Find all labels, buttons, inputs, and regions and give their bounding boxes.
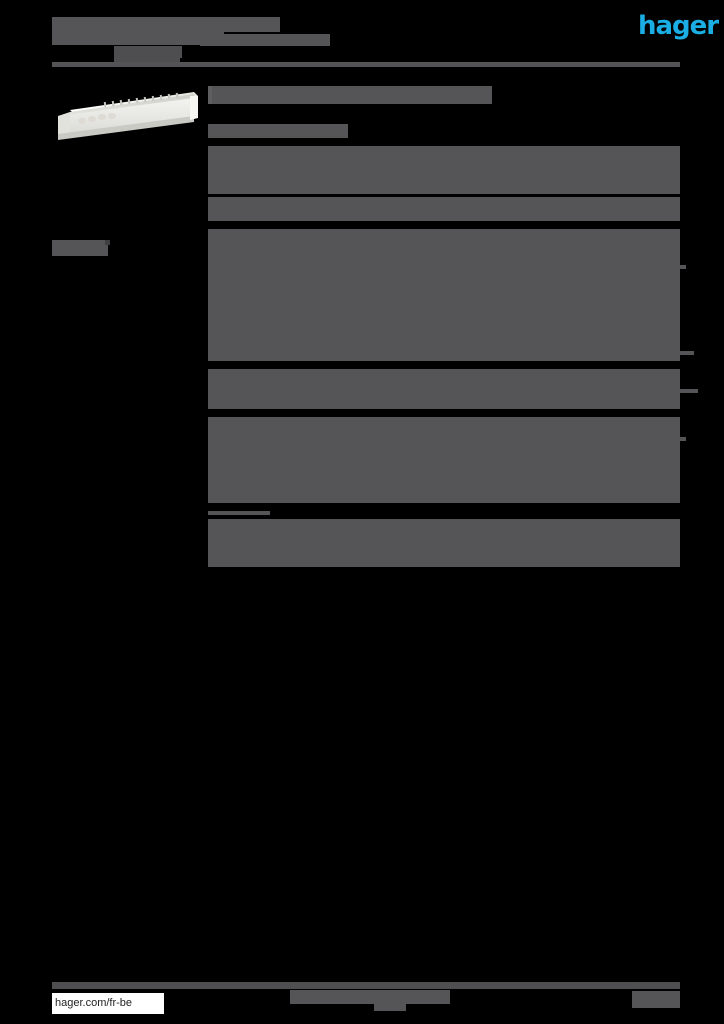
value-bar [304, 265, 686, 269]
spec-block [208, 229, 694, 361]
table-row [208, 527, 680, 567]
value-bar [314, 437, 686, 441]
value-bar [364, 351, 694, 355]
table-row [208, 168, 680, 182]
table-row [208, 197, 680, 221]
table-row [208, 261, 686, 275]
product-image [52, 86, 200, 142]
value-bar [328, 336, 676, 340]
row-value [252, 182, 680, 194]
row-label [208, 247, 254, 261]
row-value [208, 511, 680, 519]
footer-url[interactable]: hager.com/fr-be [52, 993, 164, 1014]
table-row [208, 247, 680, 261]
row-value [254, 345, 694, 361]
section-title [208, 86, 492, 104]
footer-page-number [632, 991, 680, 1008]
row-value [208, 527, 680, 567]
value-bar [268, 173, 676, 177]
row-label [208, 197, 252, 221]
spec-table-host [208, 146, 698, 567]
row-label [208, 331, 254, 345]
row-value [256, 399, 680, 409]
table-row [208, 369, 680, 385]
value-bar [208, 511, 270, 515]
brand-wordmark: hager [638, 11, 719, 41]
reference-line [114, 46, 182, 58]
hager-logo: hager [638, 11, 722, 41]
row-value [252, 146, 680, 168]
page-footer: hager.com/fr-be [52, 982, 680, 1016]
spec-block [208, 146, 680, 221]
header-divider [52, 62, 680, 67]
value-bar [338, 389, 698, 393]
table-row [208, 385, 698, 399]
row-label [208, 433, 256, 447]
row-label [208, 447, 256, 489]
row-value [256, 369, 680, 385]
row-value [256, 447, 680, 489]
table-row [208, 275, 680, 331]
table-row [208, 182, 680, 194]
page-title-line2 [52, 32, 224, 45]
sidebar-label-tick [105, 240, 110, 245]
row-value [256, 433, 686, 447]
table-row [208, 489, 680, 503]
footer-center-text [290, 990, 450, 1004]
footer-center-text-2 [374, 1002, 406, 1011]
row-label [208, 168, 252, 182]
table-row [208, 447, 680, 489]
table-row [208, 511, 680, 519]
row-value [254, 261, 686, 275]
section-subtitle [208, 124, 348, 138]
page-header [52, 14, 672, 67]
page-title [52, 17, 280, 32]
sidebar-label [52, 240, 110, 256]
value-bar [256, 207, 654, 211]
row-label [208, 399, 256, 409]
spec-block [208, 511, 680, 567]
table-row [208, 229, 680, 247]
row-value [208, 519, 680, 527]
row-value [252, 197, 680, 221]
row-value [254, 229, 680, 247]
page-subtitle [200, 34, 330, 46]
section-title-cap [208, 86, 212, 104]
row-label [208, 261, 254, 275]
row-label [208, 385, 256, 399]
row-label [208, 345, 254, 361]
row-label [208, 229, 254, 247]
row-label [208, 489, 256, 503]
row-value [254, 331, 680, 345]
table-row [208, 519, 680, 527]
row-value [256, 417, 680, 433]
row-value [254, 275, 680, 331]
table-row [208, 345, 694, 361]
spec-block [208, 417, 686, 503]
row-value [256, 489, 680, 503]
table-row [208, 399, 680, 409]
spec-block [208, 369, 698, 409]
row-value [252, 168, 680, 182]
row-label [208, 417, 256, 433]
row-value [256, 385, 698, 399]
table-row [208, 417, 680, 433]
footer-divider [52, 982, 680, 989]
row-label [208, 146, 252, 168]
table-row [208, 433, 686, 447]
spec-main [208, 86, 698, 575]
table-row [208, 146, 680, 168]
table-row [208, 331, 680, 345]
row-label [208, 275, 254, 331]
row-value [254, 247, 680, 261]
row-label [208, 182, 252, 194]
value-bar [304, 251, 678, 255]
row-label [208, 369, 256, 385]
